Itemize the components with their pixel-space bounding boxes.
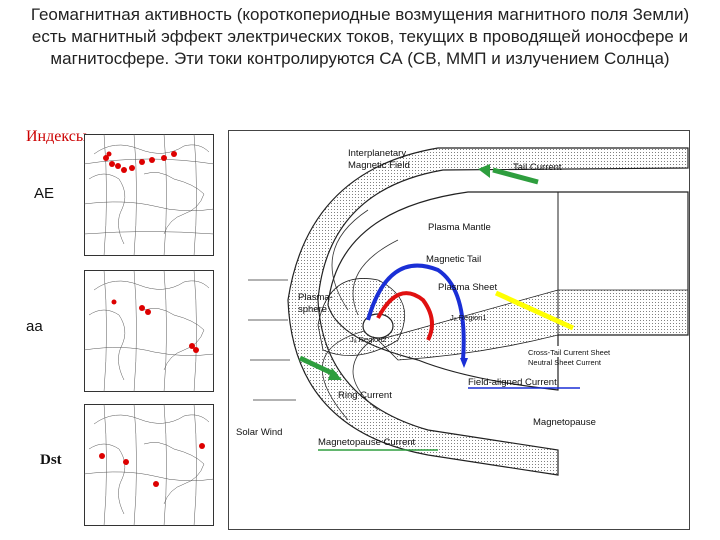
region2-label: Jₐ Region2 bbox=[350, 335, 387, 344]
region1-arrowhead bbox=[460, 358, 468, 368]
index-aa-label: аа bbox=[26, 318, 43, 335]
plasmasphere-label: Plasma- sphere bbox=[298, 292, 335, 315]
station-dot bbox=[153, 481, 159, 487]
ae-station-map bbox=[84, 134, 214, 256]
slide-title: Геомагнитная активность (короткопериодны… bbox=[30, 5, 690, 68]
tail-current-arrowhead bbox=[478, 164, 490, 178]
region2-current bbox=[376, 291, 434, 341]
imf-label: Interplanetary Magnetic Field bbox=[348, 148, 410, 171]
station-dot bbox=[189, 343, 195, 349]
cross-tail-arrow bbox=[494, 290, 575, 331]
neutral-sheet-label: Neutral Sheet Current bbox=[528, 358, 602, 367]
plasma-mantle-label: Plasma Mantle bbox=[428, 222, 491, 233]
plasmasphere-label-line2: sphere bbox=[298, 304, 327, 315]
cross-tail-label-bg bbox=[518, 346, 678, 357]
ae-station-dots bbox=[103, 151, 177, 173]
solar-wind-label: Solar Wind bbox=[236, 427, 282, 438]
cross-tail-label: Cross-Tail Current Sheet bbox=[528, 348, 611, 357]
station-dot bbox=[106, 151, 112, 157]
tail-current-arrow bbox=[492, 167, 539, 185]
magnetopause-label: Magnetopause bbox=[533, 417, 596, 428]
station-dot bbox=[161, 155, 167, 161]
dst-station-map bbox=[84, 404, 214, 526]
aa-station-dots bbox=[111, 299, 199, 353]
station-dot bbox=[121, 167, 127, 173]
region1-label: Jₐ Region1 bbox=[450, 313, 487, 322]
station-dot bbox=[109, 161, 115, 167]
station-dot bbox=[145, 309, 151, 315]
magnetic-tail-label: Magnetic Tail bbox=[426, 254, 481, 265]
index-dst-label: Dst bbox=[40, 452, 62, 468]
ring-current-label: Ring Current bbox=[338, 390, 392, 401]
region1-current bbox=[366, 263, 466, 361]
dst-station-dots bbox=[99, 443, 205, 487]
magnetopause-current-label: Magnetopause Current bbox=[318, 437, 416, 448]
field-aligned-label: Field-aligned Current bbox=[468, 377, 557, 388]
magnetopause-shell bbox=[287, 147, 689, 476]
ring-current-arrowhead bbox=[328, 368, 342, 380]
imf-label-line2: Magnetic Field bbox=[348, 160, 410, 171]
station-dot bbox=[123, 459, 129, 465]
station-dot bbox=[129, 165, 135, 171]
imf-label-line1: Interplanetary bbox=[348, 148, 406, 159]
plasma-sheet-label: Plasma Sheet bbox=[438, 282, 498, 293]
station-dot bbox=[171, 151, 177, 157]
station-dot bbox=[139, 159, 145, 165]
station-dot bbox=[99, 453, 105, 459]
station-dot bbox=[103, 155, 109, 161]
indices-heading: Индексы bbox=[26, 128, 87, 145]
station-dot bbox=[149, 157, 155, 163]
plasmasphere-label-line1: Plasma- bbox=[298, 292, 333, 303]
station-dot bbox=[199, 443, 205, 449]
station-dot bbox=[193, 347, 199, 353]
tail-current-label: Tail Current bbox=[513, 162, 562, 173]
station-dot bbox=[139, 305, 145, 311]
ring-current-arrow bbox=[298, 355, 338, 378]
station-dot bbox=[111, 299, 117, 305]
magnetosphere-diagram: Interplanetary Magnetic Field Tail Curre… bbox=[228, 130, 690, 530]
station-dot bbox=[115, 163, 121, 169]
aa-station-map bbox=[84, 270, 214, 392]
index-ae-label: АЕ bbox=[34, 185, 55, 202]
